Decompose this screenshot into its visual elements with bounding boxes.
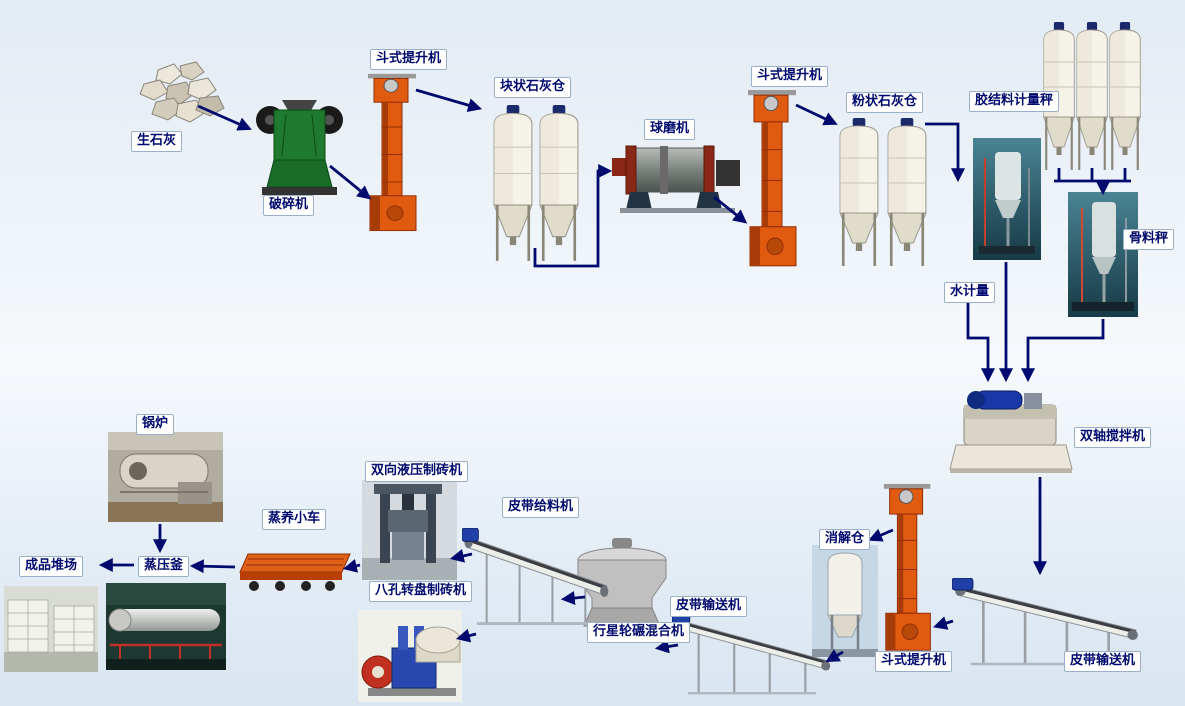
label-ball-mill: 球磨机 — [644, 119, 696, 140]
belt-feeder-graphic — [462, 528, 610, 628]
arrow-aggregate-scale-to-mixer — [1021, 319, 1105, 383]
arrow-curing-cart-to-autoclave — [189, 559, 236, 574]
autoclave-graphic — [106, 583, 226, 670]
label-finished-product-yard: 成品堆场 — [19, 556, 84, 577]
lump-lime-silos-graphic — [492, 105, 580, 265]
label-hydraulic-brick-machine: 双向液压制砖机 — [365, 461, 469, 482]
planetary-mixer-graphic — [572, 538, 672, 643]
label-belt-feeder: 皮带给料机 — [502, 497, 580, 518]
quicklime-rocks-graphic — [130, 58, 235, 128]
bucket-elevator-2-graphic — [742, 88, 808, 273]
steam-curing-cart-graphic — [238, 546, 353, 601]
twin-shaft-mixer-graphic — [948, 385, 1074, 475]
arrow-water-to-mixer — [966, 303, 995, 383]
label-autoclave: 蒸压釜 — [138, 556, 190, 577]
label-belt-conveyor-2: 皮带输送机 — [670, 596, 748, 617]
digestion-silo-graphic — [812, 545, 878, 657]
label-twin-shaft-mixer: 双轴搅拌机 — [1074, 427, 1152, 448]
bucket-elevator-1-graphic — [362, 72, 428, 237]
arrow-feeder-to-rotary-press — [455, 628, 477, 643]
rotary-brick-machine-graphic — [358, 610, 462, 702]
label-lump-lime-silo: 块状石灰仓 — [494, 77, 572, 98]
bucket-elevator-3-graphic — [878, 482, 942, 657]
label-planetary-mixer: 行星轮碾混合机 — [587, 622, 691, 643]
label-boiler: 锅炉 — [136, 414, 175, 435]
label-bucket-elevator-2: 斗式提升机 — [751, 66, 829, 87]
label-crusher: 破碎机 — [263, 195, 315, 216]
label-bucket-elevator-1: 斗式提升机 — [370, 49, 448, 70]
ball-mill-graphic — [612, 138, 742, 213]
label-aggregate-scale: 骨料秤 — [1123, 229, 1175, 250]
hydraulic-brick-machine-graphic — [362, 480, 457, 580]
arrow-powder-silo-to-binder-scale — [925, 122, 965, 183]
jaw-crusher-graphic — [252, 92, 347, 197]
powder-lime-silos-graphic — [838, 118, 928, 270]
boiler-graphic — [108, 432, 223, 522]
label-bucket-elevator-3: 斗式提升机 — [875, 651, 953, 672]
label-belt-conveyor-1: 皮带输送机 — [1064, 651, 1142, 672]
belt-conveyor-2-graphic — [672, 612, 832, 697]
label-quicklime: 生石灰 — [131, 131, 183, 152]
label-rotary-brick-machine: 八孔转盘制砖机 — [369, 581, 473, 602]
label-water-metering: 水计量 — [944, 282, 996, 303]
label-steam-curing-cart: 蒸养小车 — [262, 509, 327, 530]
aggregate-scale-graphic — [1068, 192, 1138, 317]
binder-metering-scale-graphic — [973, 138, 1041, 260]
label-binder-metering-scale: 胶结料计量秤 — [969, 91, 1060, 112]
label-digestion-silo: 消解仓 — [819, 529, 871, 550]
finished-product-yard-graphic — [4, 586, 98, 672]
label-powder-lime-silo: 粉状石灰仓 — [846, 92, 924, 113]
